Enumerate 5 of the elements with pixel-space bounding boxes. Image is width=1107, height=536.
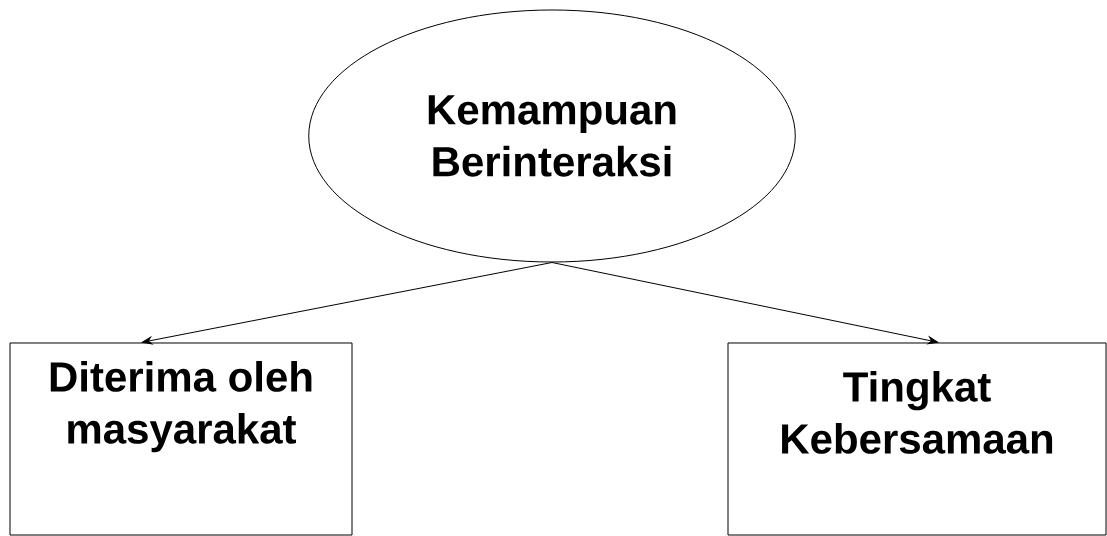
ellipse-node: Kemampuan Berinteraksi xyxy=(308,9,796,263)
text-box: Tingkat Kebersamaan xyxy=(727,342,1107,536)
arrow xyxy=(551,262,939,345)
arrow xyxy=(141,262,553,345)
text-box: Diterima oleh masyarakat xyxy=(9,342,353,536)
